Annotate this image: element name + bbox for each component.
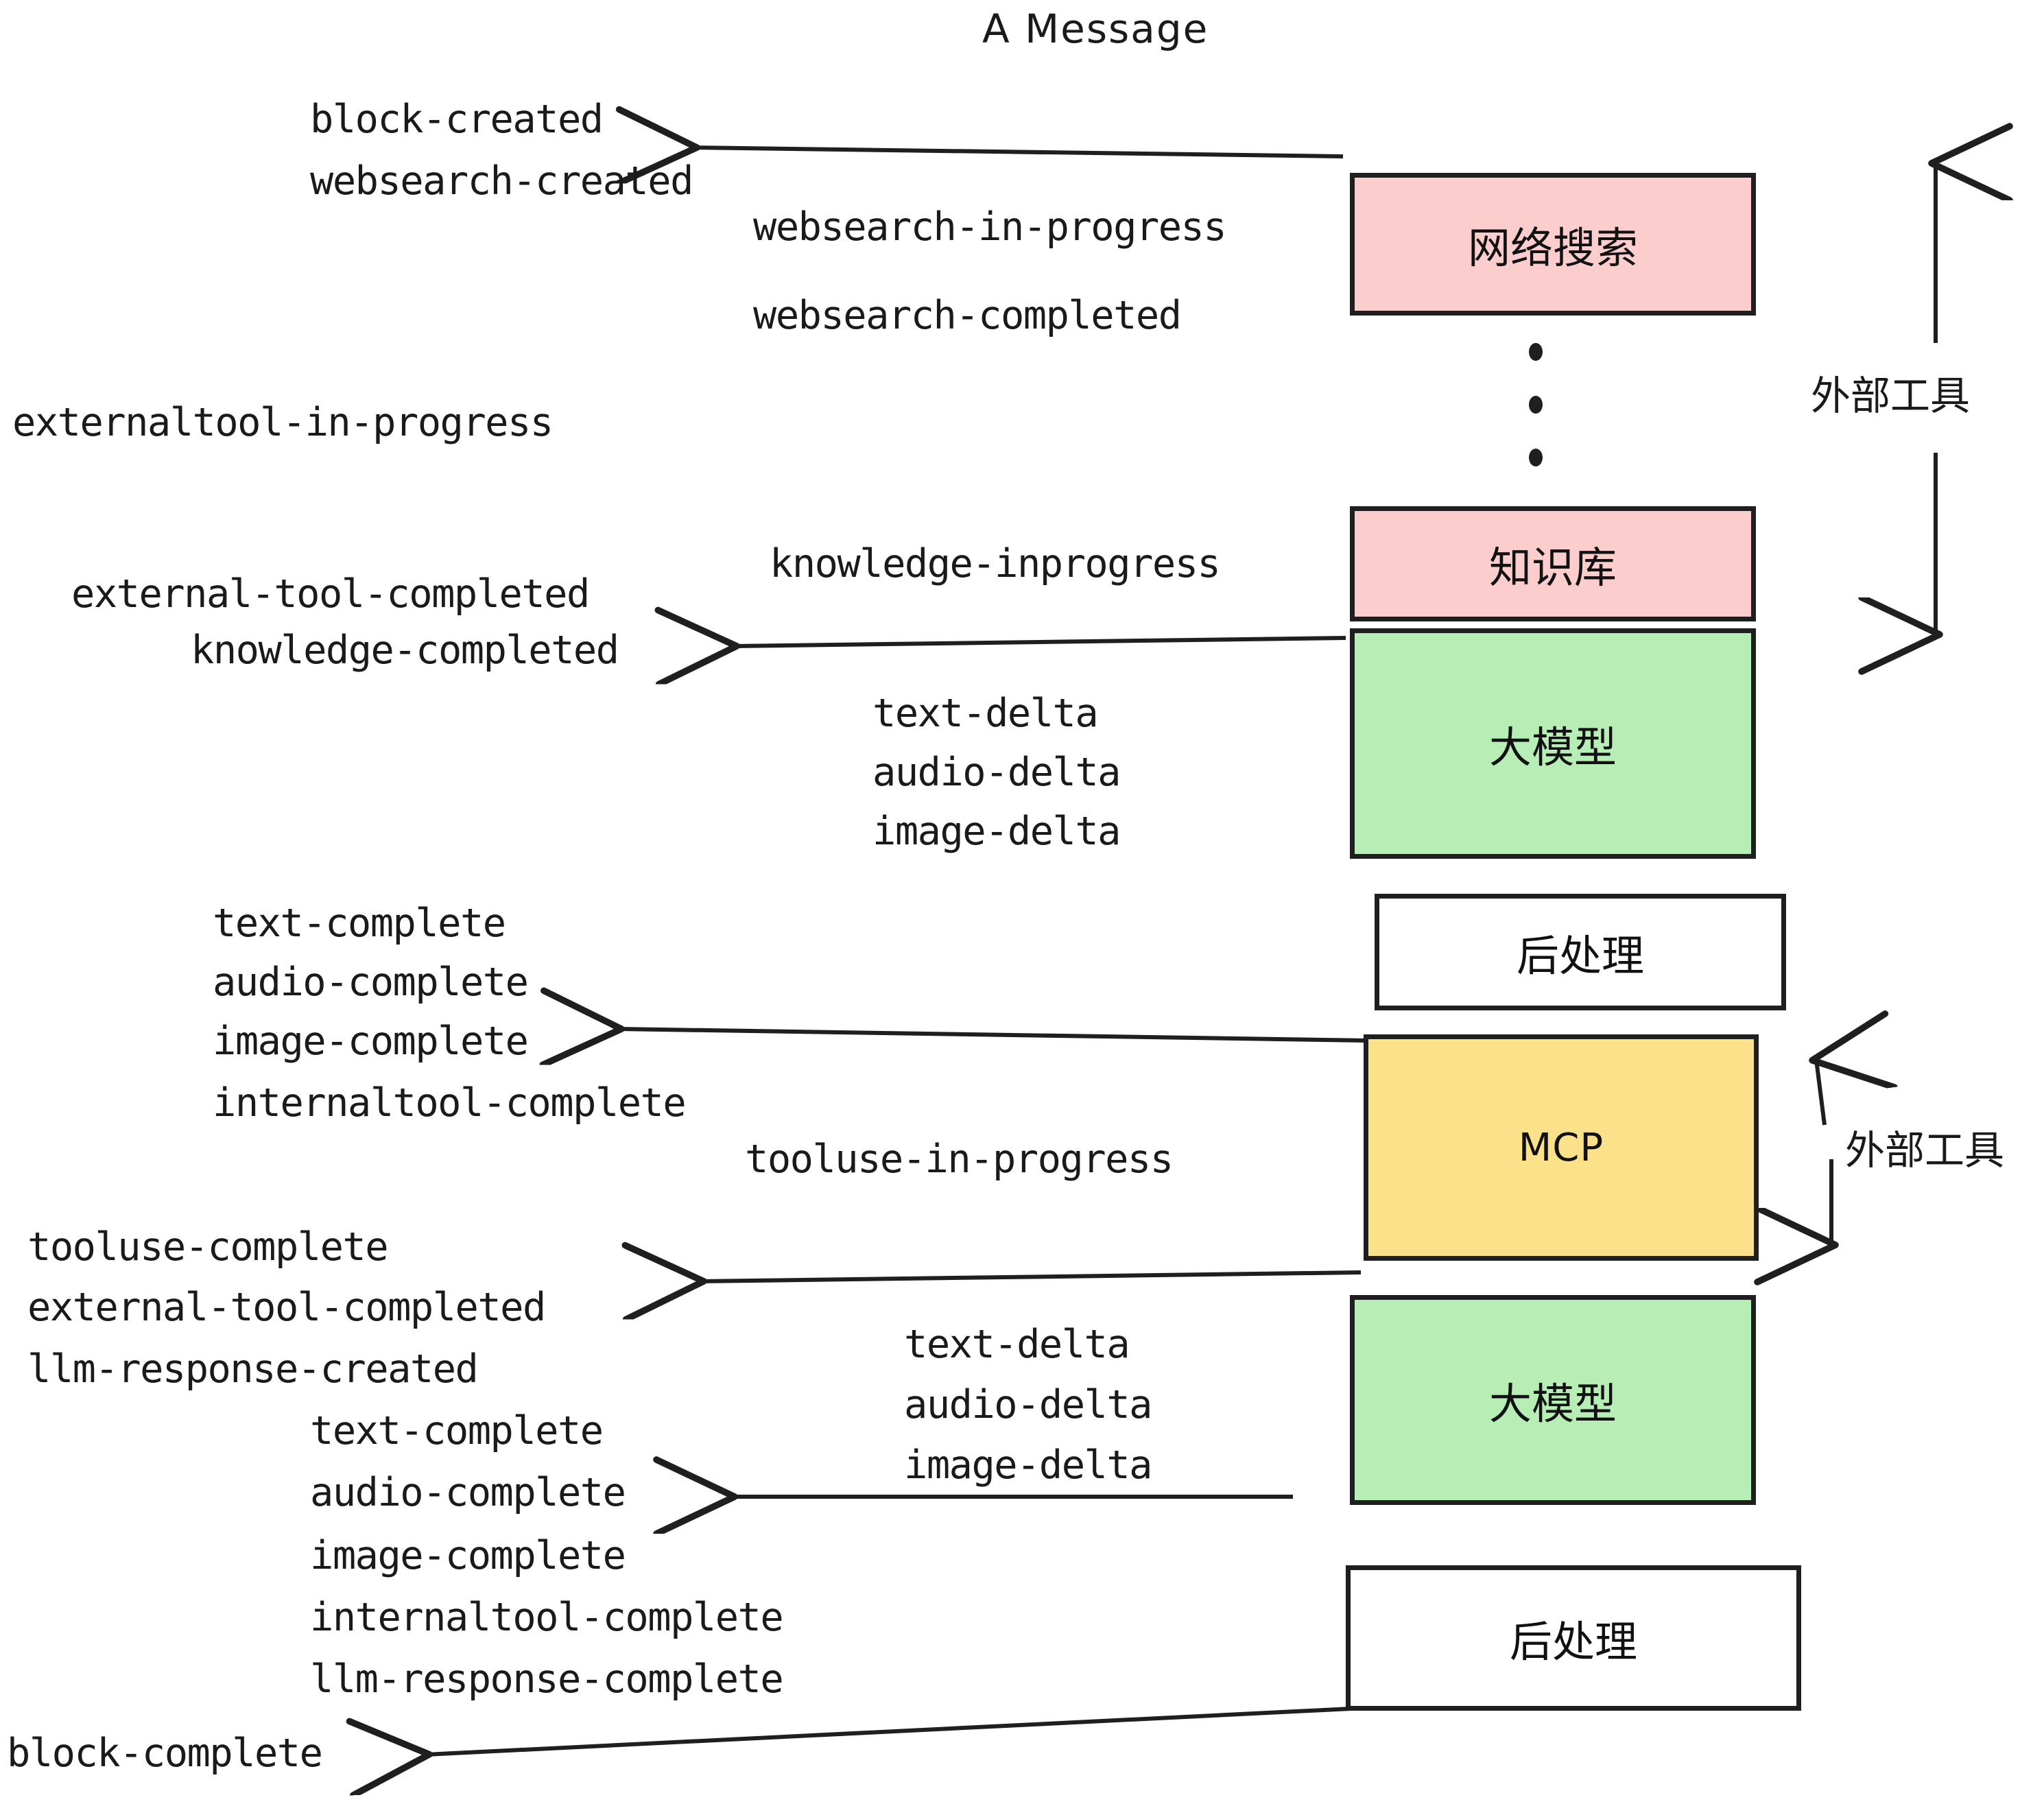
node-label-mcp: MCP xyxy=(1518,1125,1604,1170)
node-label-websearch: 网络搜索 xyxy=(1467,223,1638,273)
event-websearch-completed: websearch-completed xyxy=(753,293,1182,338)
event-websearch-created: websearch-created xyxy=(310,158,693,204)
node-mcp[interactable]: MCP xyxy=(1364,1034,1759,1261)
page-title: A Message xyxy=(982,5,1209,52)
event-tooluse-in-progress: tooluse-in-progress xyxy=(745,1137,1174,1182)
event-text-complete-2: text-complete xyxy=(310,1408,604,1453)
node-label-llm-top: 大模型 xyxy=(1488,722,1617,772)
event-image-complete-2: image-complete xyxy=(310,1533,626,1578)
event-knowledge-inprogress: knowledge-inprogress xyxy=(770,541,1221,586)
event-knowledge-completed: knowledge-completed xyxy=(191,628,619,673)
node-label-llm-bottom: 大模型 xyxy=(1488,1379,1617,1429)
event-audio-complete-2: audio-complete xyxy=(310,1470,626,1515)
event-text-delta-1: text-delta xyxy=(872,691,1099,736)
event-text-delta-2: text-delta xyxy=(904,1322,1130,1367)
node-knowledge[interactable]: 知识库 xyxy=(1350,506,1756,621)
node-websearch[interactable]: 网络搜索 xyxy=(1350,173,1756,316)
node-label-knowledge: 知识库 xyxy=(1488,543,1617,593)
event-internaltool-complete-2: internaltool-complete xyxy=(310,1595,784,1640)
event-llm-response-complete: llm-response-complete xyxy=(310,1657,784,1702)
ellipsis-dot xyxy=(1529,343,1543,361)
event-audio-complete-1: audio-complete xyxy=(213,960,529,1005)
event-image-complete-1: image-complete xyxy=(213,1019,529,1064)
event-tooluse-complete: tooluse-complete xyxy=(27,1224,389,1270)
event-audio-delta-2: audio-delta xyxy=(904,1382,1153,1427)
arrow-postprocessing-top-to-events xyxy=(617,1029,1369,1041)
node-label-postprocessing-bottom: 后处理 xyxy=(1509,1617,1637,1667)
arrow-external-tools-bottom-up xyxy=(1816,1060,1825,1126)
event-block-created: block-created xyxy=(310,97,604,142)
arrow-postprocessing-bottom-to-events xyxy=(425,1706,1366,1755)
node-postprocessing-bottom[interactable]: 后处理 xyxy=(1346,1565,1801,1711)
event-block-complete: block-complete xyxy=(7,1731,323,1776)
arrow-mcp-to-events xyxy=(700,1272,1362,1281)
event-audio-delta-1: audio-delta xyxy=(872,750,1121,795)
side-label-external-tools-top: 外部工具 xyxy=(1811,372,1971,419)
event-external-tool-completed-2: external-tool-completed xyxy=(27,1285,546,1330)
event-externaltool-in-progress: externaltool-in-progress xyxy=(12,400,554,445)
ellipsis-dot xyxy=(1529,449,1543,466)
event-image-delta-2: image-delta xyxy=(904,1443,1153,1488)
node-label-postprocessing-top: 后处理 xyxy=(1516,931,1644,981)
arrow-knowledge-to-events xyxy=(733,638,1346,646)
vertical-ellipsis xyxy=(1527,343,1545,466)
event-websearch-in-progress: websearch-in-progress xyxy=(753,204,1227,250)
node-llm-top[interactable]: 大模型 xyxy=(1350,628,1756,859)
ellipsis-dot xyxy=(1529,396,1543,414)
event-internaltool-complete-1: internaltool-complete xyxy=(213,1080,687,1126)
event-image-delta-1: image-delta xyxy=(872,809,1121,854)
event-llm-response-created: llm-response-created xyxy=(27,1346,479,1392)
node-postprocessing-top[interactable]: 后处理 xyxy=(1375,894,1786,1010)
arrow-websearch-to-events xyxy=(693,147,1344,156)
node-llm-bottom[interactable]: 大模型 xyxy=(1350,1295,1756,1505)
side-label-external-tools-bottom: 外部工具 xyxy=(1845,1127,2005,1174)
event-external-tool-completed-1: external-tool-completed xyxy=(71,571,590,617)
event-text-complete-1: text-complete xyxy=(213,901,506,946)
